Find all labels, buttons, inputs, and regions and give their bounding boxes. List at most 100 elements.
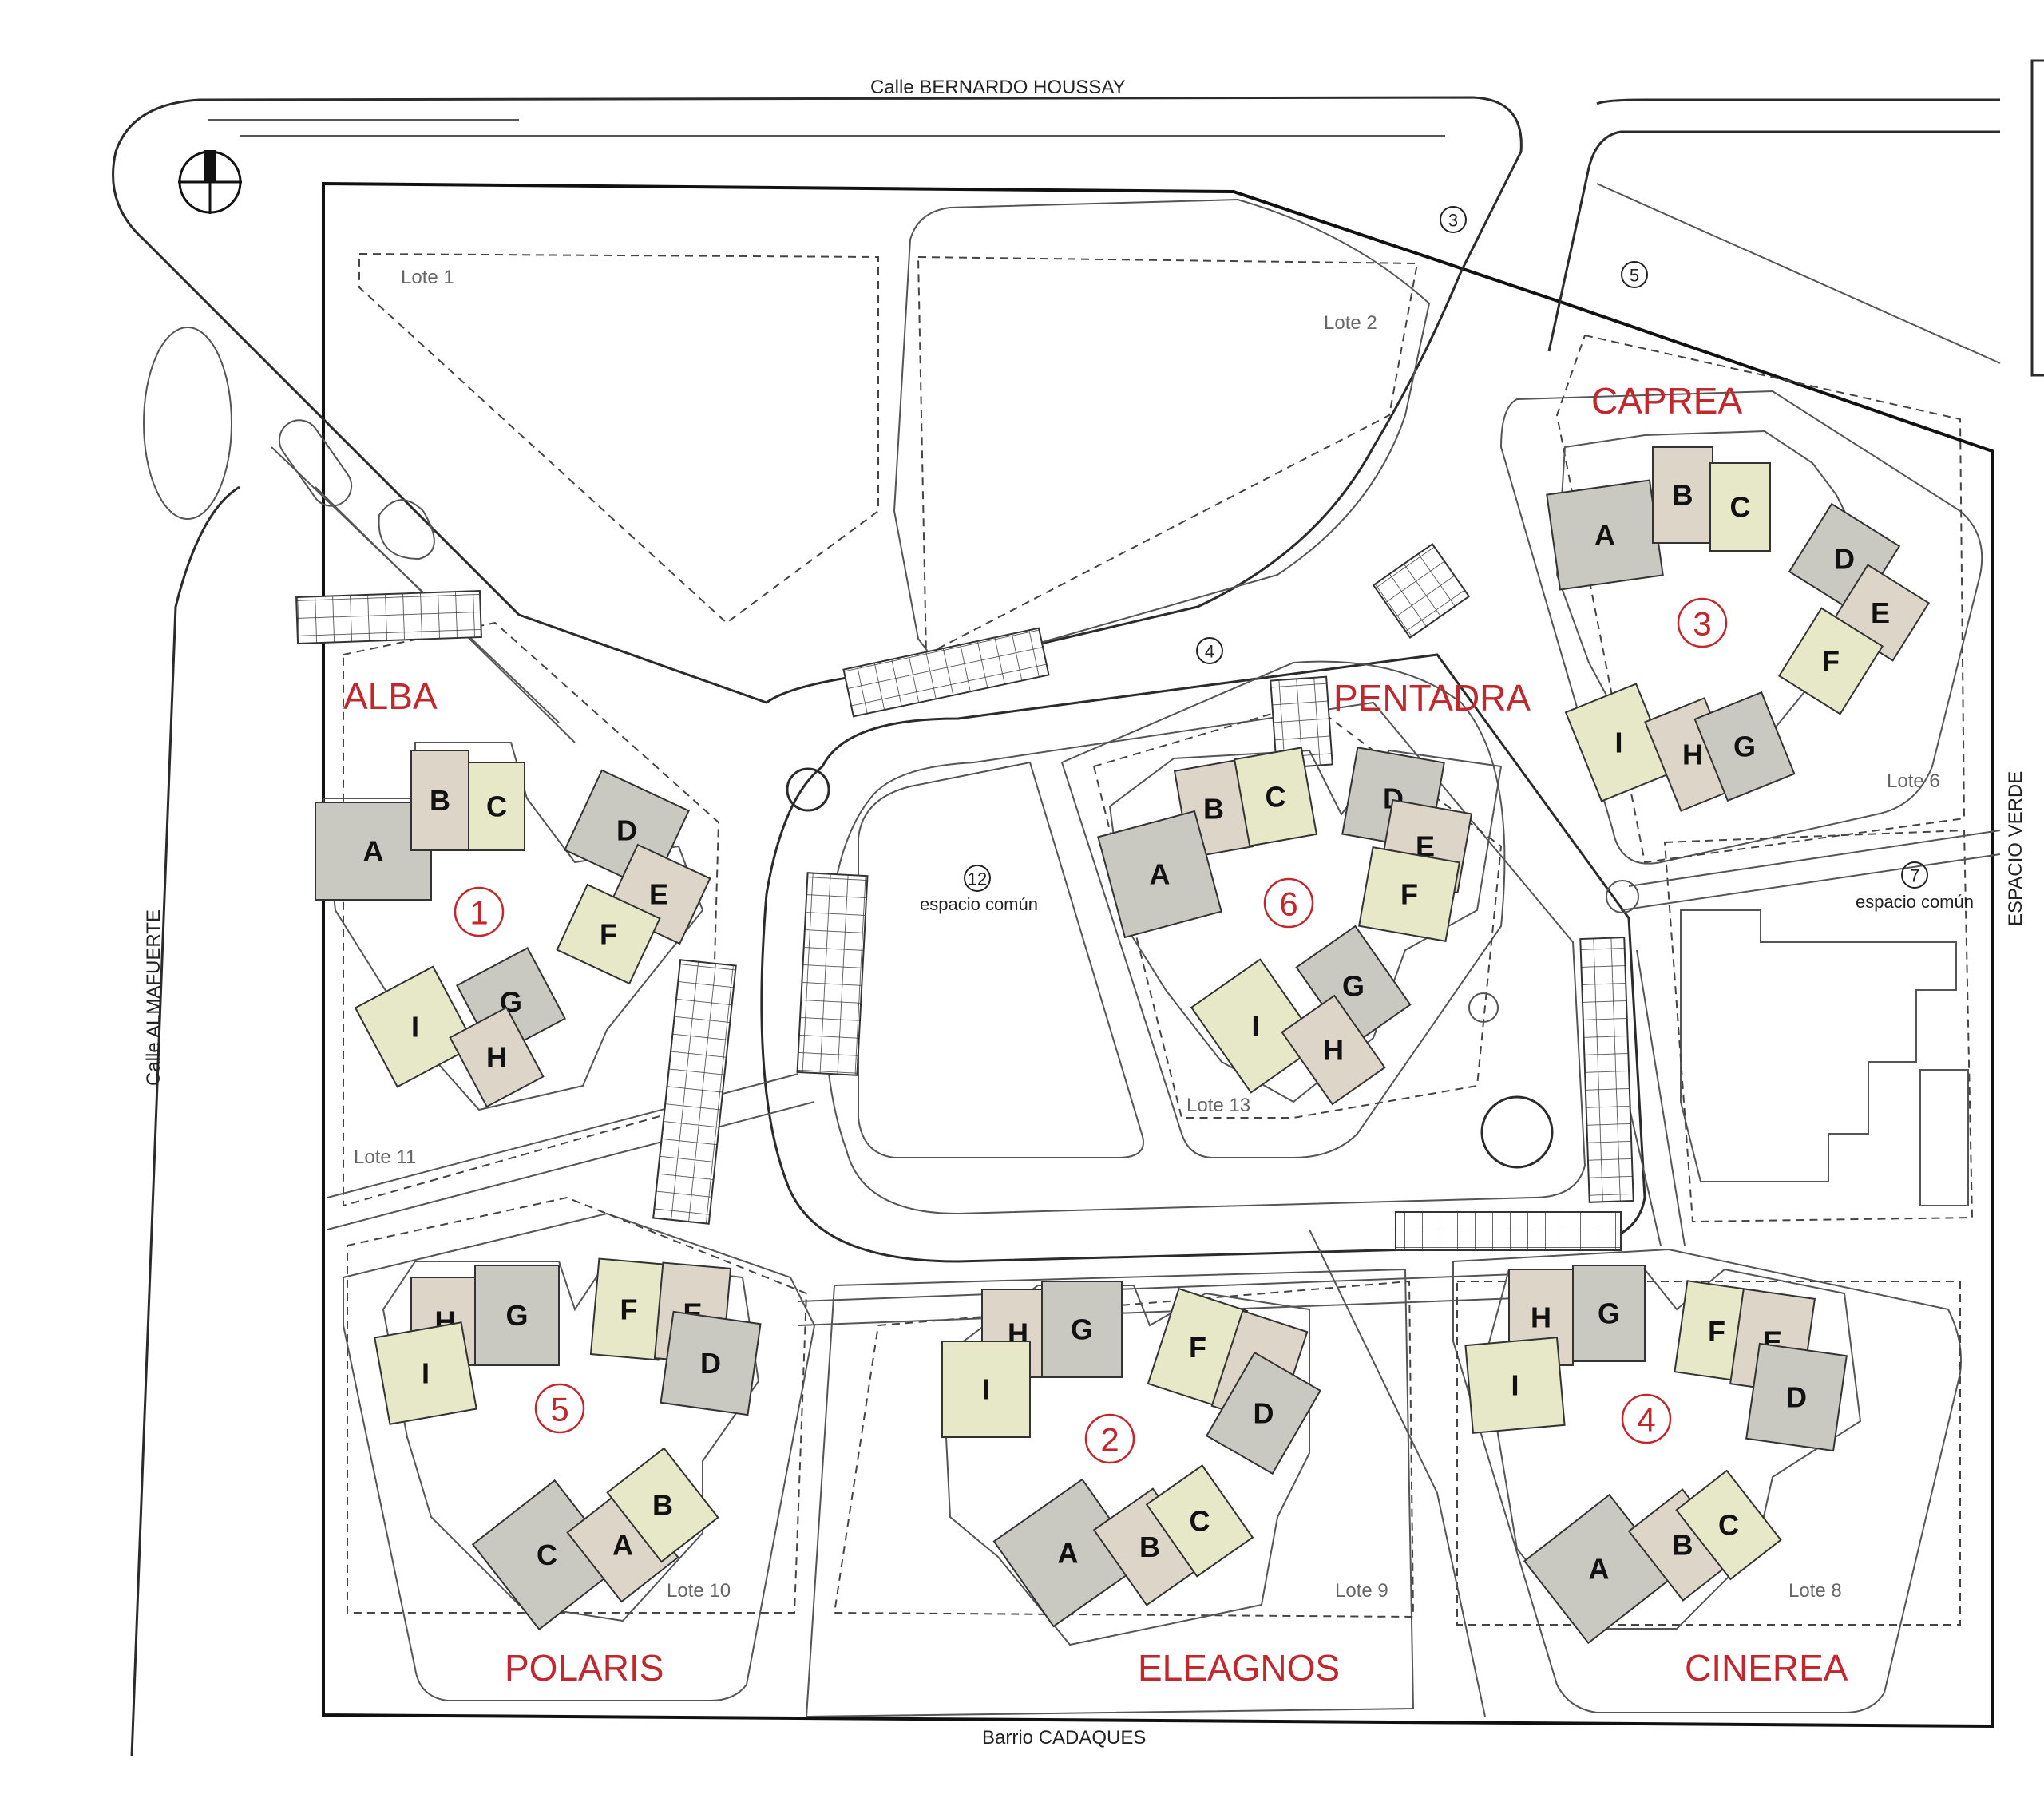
unit-label: I [982, 1373, 990, 1406]
unit-g: G [474, 1265, 560, 1366]
common-space-label-7: espacio común [1856, 892, 1974, 912]
unit-label: A [1594, 518, 1615, 551]
unit-block [606, 1447, 719, 1563]
lote7-limit [1663, 829, 1974, 1223]
unit-label: A [1150, 858, 1171, 891]
unit-d: D [1745, 1342, 1848, 1452]
unit-i: I [354, 965, 477, 1088]
building-name: ALBA [343, 675, 438, 717]
building-number-circle [1084, 1413, 1135, 1464]
unit-block [1097, 810, 1222, 939]
ref-marker-4: 4 [1196, 637, 1223, 664]
lot-label-10: Lote 10 [667, 1580, 731, 1602]
north-arrow-icon [178, 150, 242, 214]
building-number-circle [454, 886, 505, 937]
east-access-road [1547, 98, 2000, 352]
street-bernardo-houssay [112, 96, 1523, 704]
unit-label: I [411, 1011, 419, 1044]
unit-label: E [1871, 596, 1890, 629]
parking-strip-7 [1579, 937, 1634, 1203]
unit-g: G [1041, 1281, 1123, 1378]
unit-block [1281, 994, 1386, 1106]
lote1-limit [358, 252, 879, 624]
unit-label: F [1822, 644, 1840, 677]
unit-label: G [505, 1299, 528, 1332]
building-number-circle [1677, 597, 1728, 648]
lot-label-6: Lote 6 [1887, 770, 1940, 792]
unit-b: B [410, 750, 469, 851]
unit-label: B [1673, 479, 1693, 512]
lot-label-13: Lote 13 [1186, 1095, 1250, 1116]
polaris-plot [343, 1212, 816, 1701]
unit-block [1745, 1342, 1848, 1452]
parking-strip-1 [295, 589, 482, 645]
unit-block [1233, 747, 1318, 847]
ref-marker-7: 7 [1901, 861, 1928, 889]
unit-label: D [1786, 1381, 1807, 1414]
svg-text:12: 12 [968, 869, 987, 889]
building-name: PENTADRA [1333, 677, 1531, 719]
unit-block [1693, 691, 1796, 802]
unit-label: I [1614, 727, 1622, 759]
unit-label: G [1071, 1313, 1093, 1346]
unit-label: B [652, 1489, 673, 1522]
unit-b: B [1652, 446, 1713, 544]
building-number-circle [1621, 1393, 1672, 1444]
legend-frame [2030, 59, 2044, 377]
street-label-west: Calle ALMAFUERTE [143, 909, 164, 1086]
building-number: 1 [469, 894, 488, 932]
unit-label: A [1058, 1536, 1079, 1569]
unit-label: D [1834, 543, 1855, 576]
lote6-limit [1555, 334, 1966, 864]
unit-label: G [1342, 970, 1365, 1003]
lote8-limit [1456, 1281, 1961, 1626]
unit-label: H [1682, 738, 1703, 770]
unit-block [410, 750, 469, 851]
unit-c: C [1145, 1464, 1254, 1578]
parking-strip-6 [1395, 1211, 1622, 1251]
unit-block [449, 1006, 545, 1108]
caprea-plot [1499, 390, 1983, 865]
building-outline [382, 1260, 760, 1622]
common-space-label-12: espacio común [920, 894, 1038, 914]
building-number-circle [534, 1383, 585, 1434]
building-name: CINEREA [1685, 1647, 1848, 1689]
unit-c: C [1675, 1469, 1782, 1581]
unit-label: I [422, 1357, 430, 1390]
cinerea-plot [1452, 1248, 1962, 1713]
unit-block [1041, 1281, 1123, 1378]
unit-block [1652, 446, 1713, 544]
unit-block [1145, 1464, 1254, 1578]
unit-label: F [1189, 1331, 1206, 1364]
lot-label-11: Lote 11 [354, 1147, 416, 1168]
unit-b: B [1092, 1487, 1207, 1606]
unit-a: A [1097, 810, 1222, 939]
unit-block [374, 1321, 477, 1425]
unit-f: F [1777, 607, 1884, 715]
unit-label: B [1203, 793, 1224, 826]
street-label-north: Calle BERNARDO HOUSSAY [870, 77, 1126, 98]
property-boundary [322, 181, 1994, 1729]
unit-label: F [1708, 1315, 1725, 1348]
building-number: 5 [550, 1391, 568, 1428]
roundabout-east [1606, 880, 1639, 913]
svg-text:3: 3 [1448, 211, 1458, 231]
unit-h: H [1281, 994, 1386, 1106]
lote7-building-outline [1680, 909, 1957, 1182]
street-label-south: Barrio CADAQUES [982, 1727, 1146, 1748]
building-number-circle [1263, 877, 1314, 929]
unit-f: F [589, 1257, 668, 1361]
svg-text:4: 4 [1205, 642, 1214, 662]
unit-block [1357, 846, 1461, 942]
unit-i: I [1464, 1337, 1566, 1434]
parking-strip-4 [796, 872, 869, 1076]
ref-marker-12: 12 [964, 865, 991, 892]
building-number: 4 [1637, 1401, 1655, 1439]
common-space-12-plot [858, 761, 1144, 1158]
unit-h: H [449, 1006, 545, 1108]
unit-f: F [556, 883, 661, 985]
